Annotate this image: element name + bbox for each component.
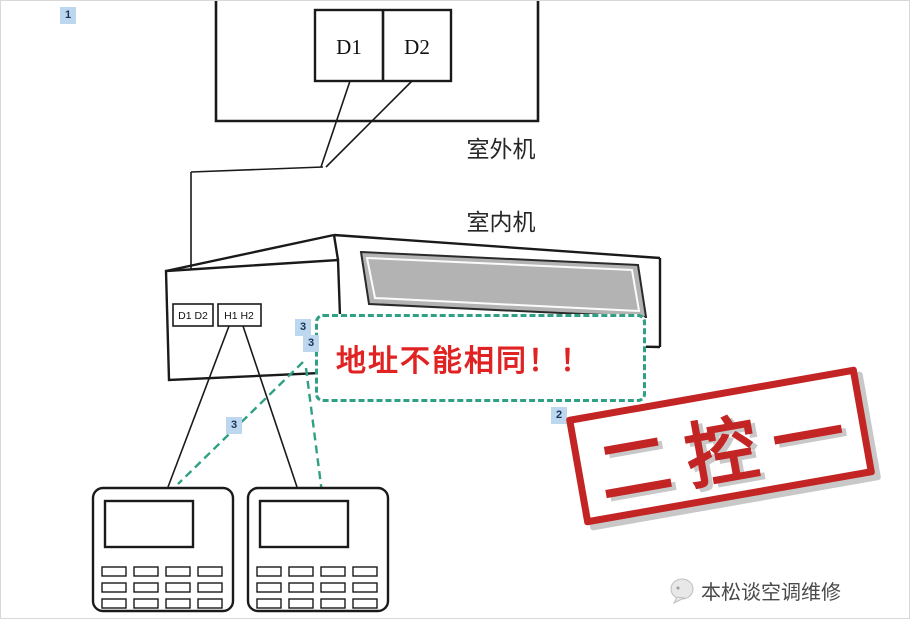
annotation-marker-2: 2 (551, 407, 567, 424)
wired-controller-1 (91, 486, 235, 613)
annotation-marker-3a: 3 (295, 319, 311, 336)
indoor-unit-label: 室内机 (467, 210, 536, 235)
outdoor-terminal-d1-label: D1 (336, 35, 362, 59)
outdoor-terminal-d2-label: D2 (404, 35, 430, 59)
indoor-terminal-d1d2-box (172, 303, 214, 327)
indoor-terminal-h1h2-box (217, 303, 262, 327)
indoor-terminal-d1d2-label: D1 D2 (178, 310, 208, 322)
address-link-dashed-lines (177, 361, 324, 494)
outdoor-unit: D1 D2 (214, 1, 540, 123)
outdoor-unit-label: 室外机 (467, 137, 536, 162)
air-outlet-grille-inner-frame (365, 256, 641, 313)
watermark: 本松谈空调维修 (669, 576, 841, 605)
watermark-logo-icon (670, 578, 694, 604)
annotation-marker-1: 1 (60, 7, 76, 24)
indoor-unit: D1 D2 H1 H2 (164, 233, 662, 382)
wired-controller-2 (246, 486, 390, 613)
indoor-terminal-h1h2-label: H1 H2 (224, 310, 254, 322)
controller-2-screen (258, 499, 350, 549)
controller-wires (167, 325, 298, 488)
address-warning-text: 地址不能相同！！ (336, 345, 592, 378)
air-outlet-grille (359, 250, 648, 319)
controller-2-buttons (256, 566, 378, 609)
controller-1-buttons (101, 566, 223, 609)
outdoor-unit-outline (214, 1, 540, 123)
annotation-marker-3c: 3 (226, 417, 242, 434)
address-warning-callout: 地址不能相同！！ (315, 314, 646, 402)
watermark-text: 本松谈空调维修 (701, 582, 841, 604)
controller-1-screen (103, 499, 195, 549)
annotation-marker-3b: 3 (303, 335, 319, 352)
